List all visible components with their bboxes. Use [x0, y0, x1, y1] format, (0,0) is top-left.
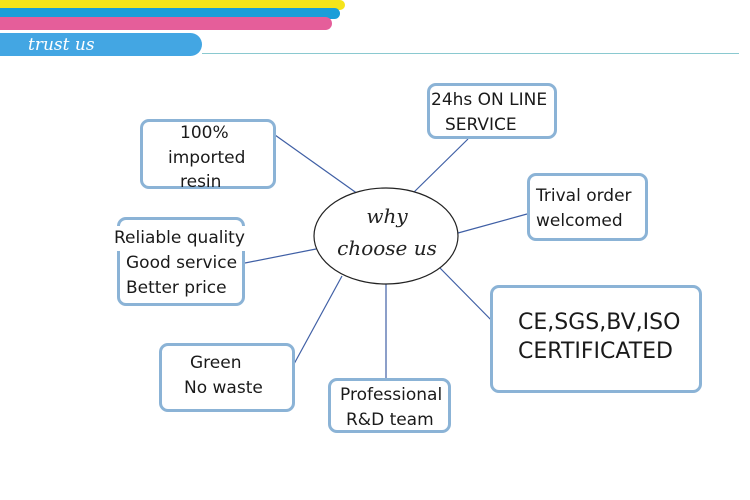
- node-rnd-team-line-1: Professional: [340, 385, 443, 405]
- node-rnd-team-line-2: R&D team: [346, 410, 434, 430]
- node-reliable-quality-line-3: Better price: [126, 278, 227, 298]
- header-divider: [202, 53, 739, 54]
- node-trial-order-line-2: welcomed: [536, 211, 623, 231]
- node-trial-order: [527, 173, 648, 241]
- node-imported-resin-line-3: resin: [180, 172, 222, 192]
- connector-green: [293, 275, 343, 365]
- node-online-service: [427, 83, 557, 139]
- header-stripe-pink: [0, 17, 332, 30]
- hub-line-1: why: [366, 204, 408, 228]
- connector-quality: [244, 248, 317, 264]
- node-imported-resin: [140, 119, 276, 189]
- hub-ellipse: [313, 187, 459, 285]
- node-rnd-team: [328, 378, 451, 433]
- hub-line-2: choose us: [337, 236, 437, 260]
- node-green-line-2: No waste: [184, 378, 263, 398]
- connector-trial: [457, 213, 528, 234]
- node-online-service-line-2: SERVICE: [445, 115, 517, 135]
- node-reliable-quality-line-2: Good service: [126, 253, 238, 273]
- trust-us-banner: [0, 33, 202, 56]
- node-online-service-line-1: 24hs ON LINE: [431, 90, 548, 110]
- node-certifications-line-1: CE,SGS,BV,ISO: [518, 310, 681, 335]
- node-reliable-quality-line-1: Reliable quality: [114, 226, 245, 251]
- node-certifications-line-2: CERTIFICATED: [518, 339, 673, 364]
- node-green: [159, 343, 295, 412]
- node-trial-order-line-1: Trival order: [536, 186, 632, 206]
- hub-title: why choose us: [322, 200, 452, 264]
- node-imported-resin-line-1: 100%: [180, 123, 229, 143]
- node-certifications: [490, 285, 702, 393]
- node-imported-resin-line-2: imported: [168, 148, 246, 168]
- node-green-line-1: Green: [190, 353, 242, 373]
- connector-certs: [437, 265, 500, 329]
- header-stripe-blue: [0, 8, 340, 19]
- connector-service: [409, 138, 469, 197]
- trust-us-label: trust us: [28, 35, 95, 55]
- header-stripe-yellow: [0, 0, 345, 10]
- connector-resin: [274, 134, 359, 195]
